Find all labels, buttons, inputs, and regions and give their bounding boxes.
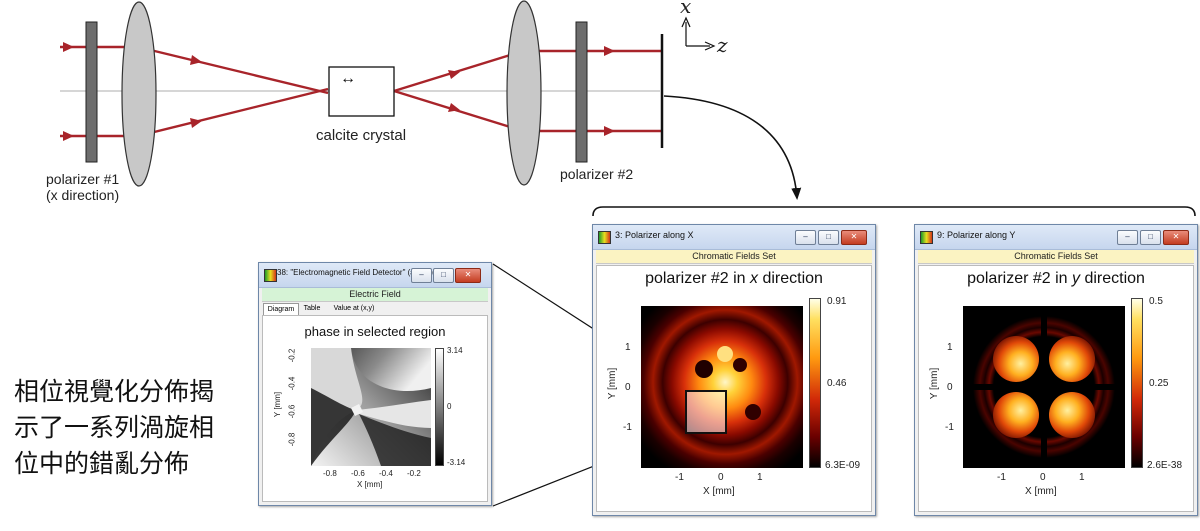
lens-2 [506, 0, 542, 186]
phase-xtick-4: -0.2 [407, 469, 421, 478]
caption-line-1: 相位視覺化分佈揭 [14, 378, 215, 406]
polarizer-x-titlebar[interactable]: 3: Polarizer along X – □ ✕ [593, 225, 875, 250]
polarizer-y-titlebar[interactable]: 9: Polarizer along Y – □ ✕ [915, 225, 1197, 250]
phase-window-titlebar[interactable]: 38: "Electromagnetic Field Detector" (# … [259, 263, 491, 288]
intensity-map-y [963, 306, 1125, 468]
y-xtick-3: 1 [1079, 472, 1085, 483]
tab-diagram[interactable]: Diagram [263, 303, 299, 316]
axis-x-label: x [680, 0, 692, 18]
phase-xtick-2: -0.6 [351, 469, 365, 478]
phase-xtick-3: -0.4 [379, 469, 393, 478]
intensity-map-x [641, 306, 803, 468]
phase-window[interactable]: 38: "Electromagnetic Field Detector" (# … [258, 262, 492, 506]
phase-colorbar [435, 348, 444, 466]
selected-region-box[interactable] [685, 390, 727, 434]
maximize-button[interactable]: □ [433, 268, 454, 283]
phase-ytick-3: -0.6 [287, 404, 297, 419]
caption-line-3: 位中的錯亂分佈 [14, 450, 190, 478]
x-xtick-1: -1 [675, 472, 684, 483]
polarizer-x-band: Chromatic Fields Set [596, 250, 872, 264]
minimize-button[interactable]: – [411, 268, 432, 283]
maximize-button[interactable]: □ [818, 230, 839, 245]
y-ylabel: Y [mm] [929, 367, 941, 400]
double-arrow-icon: ↔ [340, 70, 356, 87]
axis-z-label: z [717, 33, 728, 57]
phase-xtick-1: -0.8 [323, 469, 337, 478]
polarizer-1 [85, 21, 98, 163]
y-ytick-1: 1 [947, 342, 953, 353]
y-cbar-max: 0.5 [1149, 296, 1163, 307]
y-xlabel: X [mm] [1025, 486, 1057, 497]
polarizer-1-sublabel: (x direction) [46, 187, 120, 203]
maximize-button[interactable]: □ [1140, 230, 1161, 245]
window-app-icon [264, 269, 277, 282]
phase-map [311, 348, 431, 466]
tab-table[interactable]: Table [303, 305, 321, 312]
beam-arrows [63, 42, 615, 141]
close-button[interactable]: ✕ [841, 230, 867, 245]
polarizer-y-band: Chromatic Fields Set [918, 250, 1194, 264]
minimize-button[interactable]: – [795, 230, 816, 245]
curved-arrow-icon [663, 95, 802, 200]
polarizer-y-window[interactable]: 9: Polarizer along Y – □ ✕ Chromatic Fie… [914, 224, 1198, 516]
x-cbar-max: 0.91 [827, 296, 847, 307]
x-xtick-3: 1 [757, 472, 763, 483]
polarizer-y-title: 9: Polarizer along Y [937, 230, 1016, 240]
y-cbar-mid: 0.25 [1149, 378, 1169, 389]
x-ylabel: Y [mm] [607, 367, 619, 400]
polarizer-2-label: polarizer #2 [560, 166, 634, 182]
x-xlabel: X [mm] [703, 486, 735, 497]
x-colorbar [809, 298, 821, 468]
x-cbar-mid: 0.46 [827, 378, 847, 389]
x-cbar-min: 6.3E-09 [825, 460, 861, 471]
phase-ytick-1: -0.2 [287, 348, 297, 363]
phase-ytick-2: -0.4 [287, 376, 297, 391]
x-xtick-2: 0 [718, 472, 724, 483]
x-ytick-2: 0 [625, 382, 631, 393]
x-ytick-3: -1 [623, 422, 632, 433]
lens-1 [121, 1, 157, 187]
phase-cbar-min: -3.14 [447, 458, 466, 467]
y-ytick-3: -1 [945, 422, 954, 433]
group-brace [592, 206, 1196, 217]
phase-xlabel: X [mm] [357, 480, 383, 489]
phase-plot-panel: phase in selected region [262, 315, 488, 502]
y-colorbar [1131, 298, 1143, 468]
polarizer-x-plot-title: polarizer #2 in x direction [645, 270, 823, 287]
y-cbar-min: 2.6E-38 [1147, 460, 1183, 471]
polarizer-y-plot-title: polarizer #2 in y direction [967, 270, 1145, 287]
polarizer-y-plot-panel: polarizer #2 in y direction 1 0 -1 Y [mm… [918, 265, 1194, 512]
phase-ytick-4: -0.8 [287, 432, 297, 447]
crystal-label: calcite crystal [316, 127, 407, 144]
x-ytick-1: 1 [625, 342, 631, 353]
polarizer-1-label: polarizer #1 [46, 171, 120, 187]
caption-line-2: 示了一系列渦旋相 [14, 414, 215, 442]
coordinate-axes-icon [681, 16, 716, 51]
polarizer-x-window[interactable]: 3: Polarizer along X – □ ✕ Chromatic Fie… [592, 224, 876, 516]
y-ytick-2: 0 [947, 382, 953, 393]
close-button[interactable]: ✕ [455, 268, 481, 283]
phase-ylabel: Y [mm] [273, 391, 283, 418]
minimize-button[interactable]: – [1117, 230, 1138, 245]
phase-cbar-mid: 0 [447, 402, 452, 411]
polarizer-x-plot-panel: polarizer #2 in x direction 1 0 -1 Y [mm… [596, 265, 872, 512]
polarizer-2 [575, 21, 588, 163]
phase-window-band: Electric Field [262, 288, 488, 302]
tab-value[interactable]: Value at (x,y) [333, 305, 375, 312]
window-app-icon [920, 231, 933, 244]
phase-plot-title: phase in selected region [304, 324, 446, 339]
y-xtick-1: -1 [997, 472, 1006, 483]
polarizer-x-title: 3: Polarizer along X [615, 230, 694, 240]
phase-cbar-max: 3.14 [447, 346, 463, 355]
phase-window-title: 38: "Electromagnetic Field Detector" (# … [277, 268, 451, 277]
window-app-icon [598, 231, 611, 244]
calcite-crystal [328, 66, 395, 117]
close-button[interactable]: ✕ [1163, 230, 1189, 245]
y-xtick-2: 0 [1040, 472, 1046, 483]
